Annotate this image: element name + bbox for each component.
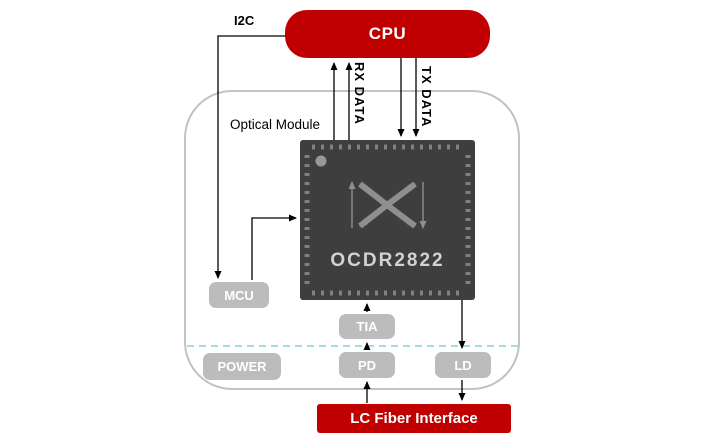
rx-data-label: RX DATA	[352, 62, 367, 125]
ld-block: LD	[435, 352, 491, 378]
mcu-block: MCU	[209, 282, 269, 308]
cpu-block: CPU	[285, 10, 490, 58]
power-block: POWER	[203, 353, 281, 380]
chip-part-number: OCDR2822	[330, 250, 445, 271]
tia-block: TIA	[339, 314, 395, 339]
pd-block: PD	[339, 352, 395, 378]
tx-data-label: TX DATA	[419, 66, 434, 128]
chip-ocdr2822: OCDR2822	[300, 140, 475, 300]
lc-fiber-interface-block: LC Fiber Interface	[317, 404, 511, 433]
optical-module-label: Optical Module	[230, 117, 321, 132]
i2c-label: I2C	[234, 13, 255, 28]
